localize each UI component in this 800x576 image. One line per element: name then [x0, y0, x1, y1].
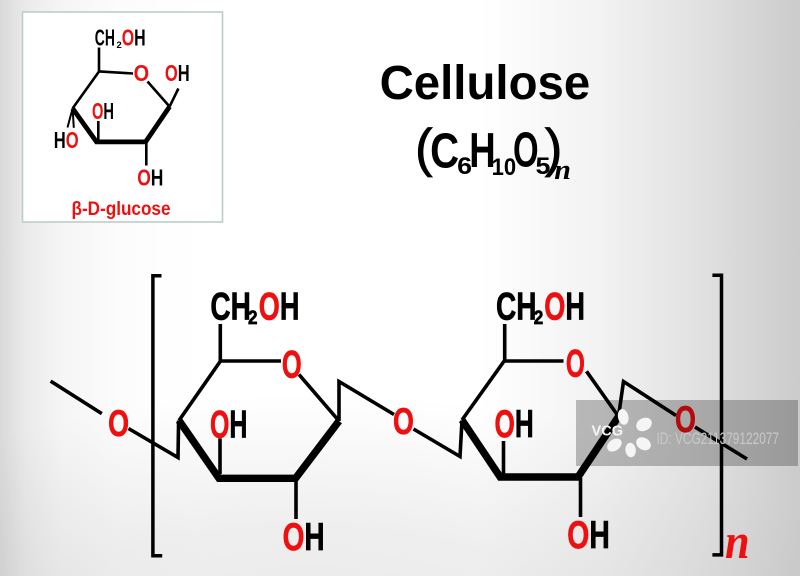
svg-text:CH: CH	[95, 25, 115, 51]
svg-text:2: 2	[534, 308, 544, 329]
svg-text:OH: OH	[210, 403, 247, 446]
svg-text:OH: OH	[92, 98, 114, 124]
svg-text:2: 2	[248, 308, 258, 329]
svg-text:OH: OH	[165, 60, 190, 86]
svg-text:2: 2	[117, 40, 122, 51]
svg-text:ID: VCG211379122077: ID: VCG211379122077	[657, 430, 780, 448]
svg-text:HO: HO	[54, 127, 79, 153]
svg-text:VCG: VCG	[592, 424, 624, 440]
svg-text:OH: OH	[122, 25, 146, 51]
svg-text:O: O	[513, 123, 539, 178]
svg-text:OH: OH	[495, 403, 534, 446]
svg-text:OH: OH	[259, 285, 300, 328]
svg-text:O: O	[108, 403, 129, 444]
svg-text:10: 10	[492, 154, 516, 181]
svg-text:O: O	[282, 343, 302, 386]
svg-text:CH: CH	[210, 285, 251, 328]
svg-text:): )	[545, 119, 563, 178]
svg-text:OH: OH	[567, 514, 610, 557]
svg-text:(: (	[415, 119, 433, 178]
svg-text:O: O	[393, 401, 414, 442]
svg-text:n: n	[554, 155, 571, 186]
svg-text:O: O	[134, 60, 150, 86]
svg-text:OH: OH	[283, 516, 325, 559]
svg-text:6: 6	[457, 153, 472, 180]
svg-text:n: n	[725, 513, 750, 569]
svg-text:OH: OH	[137, 165, 163, 191]
svg-text:Cellulose: Cellulose	[380, 57, 591, 110]
svg-text:C: C	[430, 123, 459, 178]
svg-text:O: O	[566, 342, 585, 385]
svg-text:CH: CH	[496, 285, 537, 328]
svg-text:5: 5	[536, 153, 551, 180]
svg-text:H: H	[469, 123, 495, 178]
svg-text:β-D-glucose: β-D-glucose	[72, 199, 171, 220]
svg-text:OH: OH	[544, 285, 585, 328]
